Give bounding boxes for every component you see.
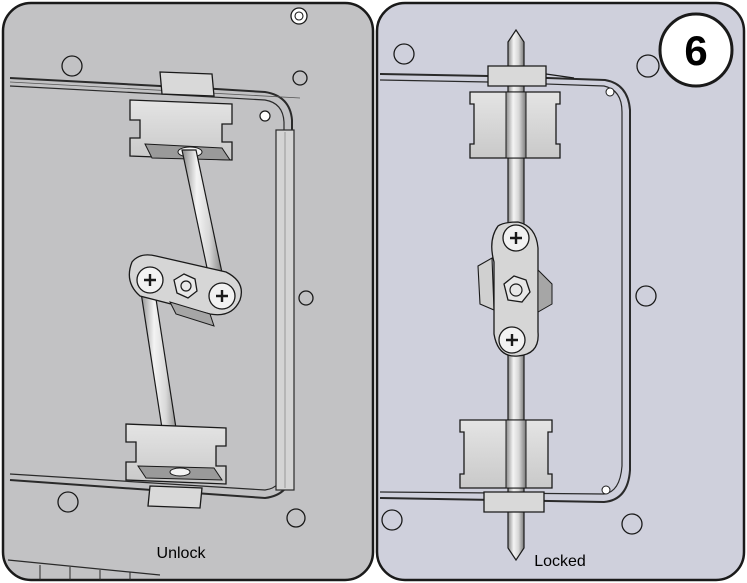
upper-bracket	[469, 65, 575, 159]
phillips-screw-icon	[502, 224, 530, 252]
hex-nut-icon	[173, 273, 198, 299]
linkage-plate	[477, 221, 553, 357]
mounting-hole	[621, 513, 643, 535]
step-number: 6	[684, 27, 707, 74]
panel-unlock-caption: Unlock	[157, 545, 207, 562]
mounting-hole	[286, 508, 306, 528]
linkage-plate	[128, 254, 243, 327]
lower-bracket	[125, 423, 227, 509]
step-number-badge: 6	[658, 12, 734, 88]
panel-unlock: Unlock	[1, 1, 375, 582]
mounting-hole	[381, 509, 403, 531]
panel-locked: 6 Locked	[375, 1, 746, 582]
phillips-screw-icon	[208, 282, 236, 310]
door-frame-inner-rail	[9, 85, 285, 491]
lower-bracket	[459, 419, 553, 513]
door-frame-top-rail	[379, 73, 631, 504]
mounting-hole	[259, 110, 271, 122]
door-frame-inner-rail	[379, 79, 623, 495]
mounting-hole	[292, 70, 308, 86]
door-frame-top-rail	[9, 77, 293, 500]
phillips-screw-icon	[136, 266, 164, 294]
hex-nut-icon	[503, 275, 531, 303]
mounting-hole	[635, 285, 657, 307]
mounting-hole	[298, 290, 314, 306]
mounting-hole	[61, 55, 83, 77]
mounting-hole	[636, 54, 660, 78]
mounting-hole	[57, 491, 79, 513]
phillips-screw-icon	[498, 326, 526, 354]
panel-locked-caption: Locked	[534, 553, 586, 570]
mounting-hole	[393, 43, 415, 65]
top-screw-icon	[290, 7, 308, 25]
